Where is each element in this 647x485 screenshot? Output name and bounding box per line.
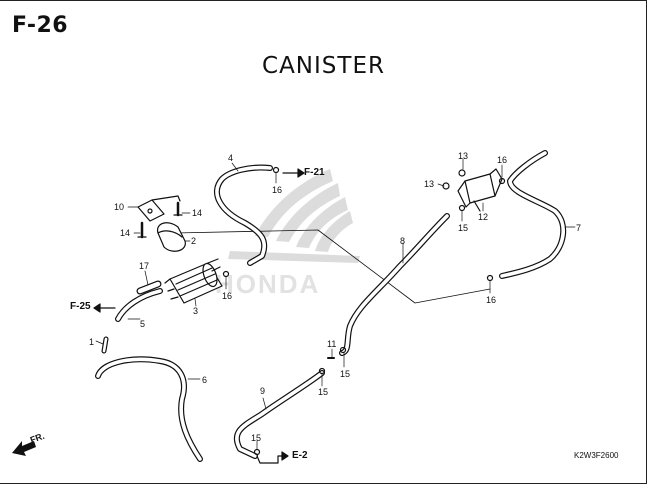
part-label-15: 15: [251, 433, 262, 443]
part-label-10: 10: [114, 202, 125, 212]
part-label-17: 17: [139, 261, 150, 271]
bolt-13-upper: [458, 169, 466, 177]
part-label-14: 14: [120, 228, 131, 238]
part-label-4: 4: [228, 153, 234, 163]
reference-f21: F-21: [304, 167, 325, 178]
arrow-e2: [256, 451, 289, 464]
part-label-15: 15: [458, 223, 469, 233]
part-label-16: 16: [222, 291, 233, 301]
bolt-14-lower: [137, 221, 147, 239]
group-frame-line: [174, 229, 491, 304]
stay-10: [137, 195, 181, 222]
part-label-16: 16: [486, 295, 497, 305]
clip-15-b: [339, 346, 347, 354]
diagram-title: CANISTER: [262, 53, 385, 79]
fitting-1: [101, 336, 109, 354]
part-label-5: 5: [140, 319, 146, 329]
part-label-3: 3: [193, 306, 199, 316]
hose-5: [115, 288, 163, 322]
leader-lines: [95, 158, 576, 450]
clip-16-a: [272, 166, 280, 174]
drawing-code: K2W3F2600: [574, 451, 619, 460]
clip-15-d: [253, 448, 261, 456]
hose-9: [233, 370, 325, 459]
part-label-14: 14: [192, 208, 203, 218]
part-label-6: 6: [202, 375, 208, 385]
part-label-13: 13: [424, 179, 435, 189]
part-label-13: 13: [458, 151, 469, 161]
arrow-f21: [282, 168, 305, 178]
hose-4: [214, 164, 273, 266]
part-label-15: 15: [318, 387, 329, 397]
tube-17: [136, 280, 162, 295]
reference-e2: E-2: [292, 450, 308, 461]
section-code: F-26: [12, 13, 69, 38]
part-label-11: 11: [327, 339, 337, 349]
part-label-16: 16: [272, 185, 283, 195]
hose-6: [95, 356, 203, 462]
canister-3: [164, 258, 223, 304]
clip-15-c: [318, 367, 326, 375]
clip-15-a: [458, 204, 466, 212]
part-label-8: 8: [400, 236, 406, 246]
reference-f25: F-25: [70, 301, 91, 312]
part-label-16: 16: [497, 155, 508, 165]
hose-8: [339, 213, 450, 356]
honda-watermark-text: HONDA: [215, 269, 320, 299]
part-label-7: 7: [576, 223, 582, 233]
part-label-15: 15: [340, 369, 351, 379]
clip-16-d: [486, 274, 494, 282]
clip-16-b: [222, 270, 230, 278]
bolt-14-upper: [173, 201, 183, 217]
part-label-12: 12: [478, 212, 489, 222]
honda-wing-watermark: HONDA: [215, 169, 360, 299]
part-label-2: 2: [191, 236, 197, 246]
canister-holder-2: [156, 222, 186, 252]
hose-7: [499, 150, 567, 279]
front-arrow-icon: [12, 441, 36, 456]
part-label-1: 1: [89, 337, 95, 347]
control-valve-12: [457, 168, 503, 212]
clip-16-c: [498, 177, 506, 185]
arrow-f25: [93, 303, 116, 313]
part-label-9: 9: [260, 386, 266, 396]
